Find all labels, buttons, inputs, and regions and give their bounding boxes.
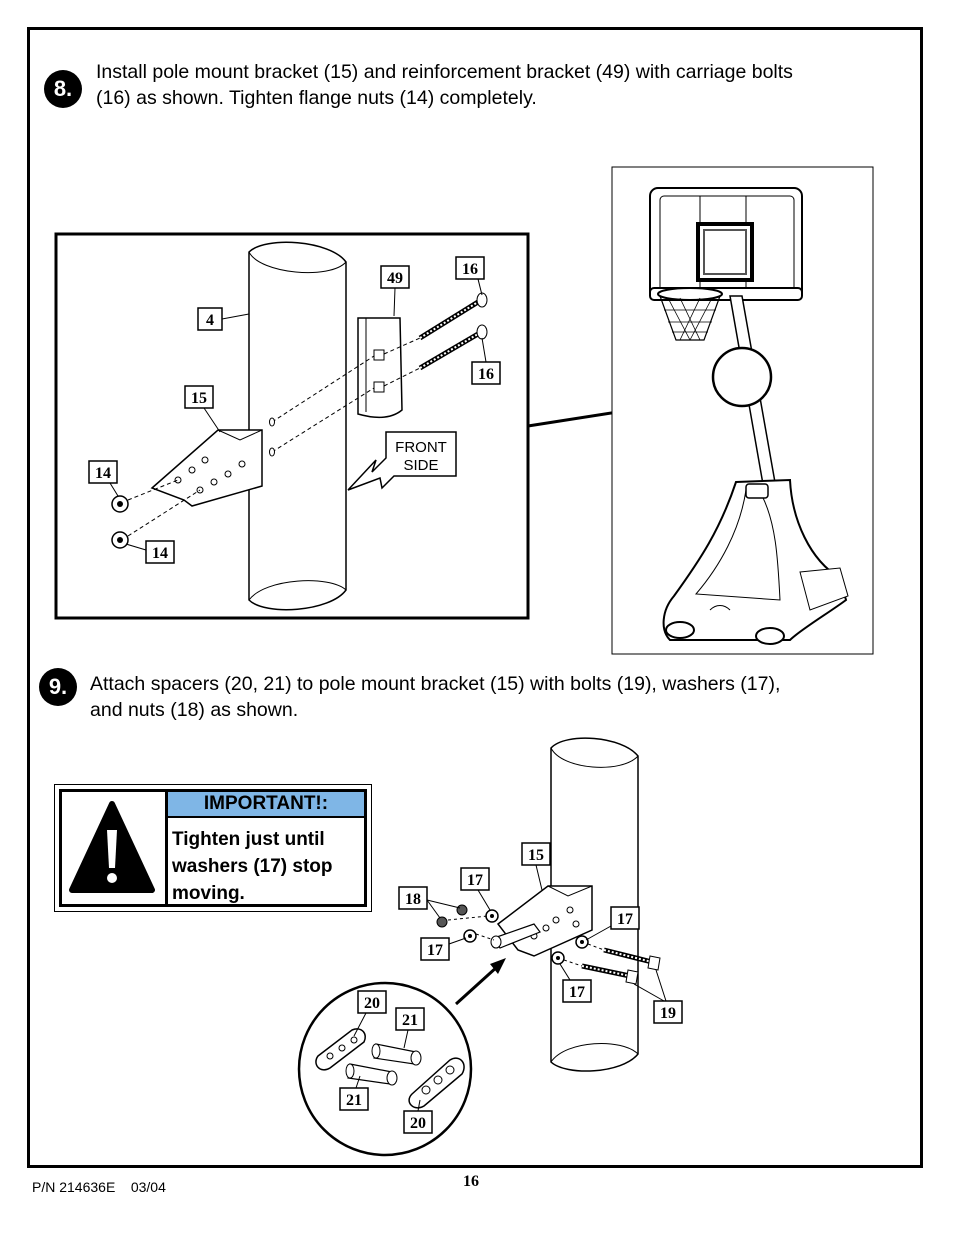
callout-16-top: 16	[462, 261, 478, 278]
callout-4: 4	[206, 312, 214, 329]
warning-line-2: washers (17) stop	[172, 856, 333, 877]
step-8-line-2: (16) as shown. Tighten flange nuts (14) …	[96, 87, 537, 109]
page-number: 16	[463, 1173, 479, 1190]
flange-nuts-illustration	[111, 479, 201, 549]
step-9-assembly-view: 15 17 18 17 17 17 19 20	[297, 737, 683, 1157]
pole-illustration	[248, 241, 347, 611]
front-side-label-line-1: FRONT	[395, 439, 447, 456]
callout-21-top: 21	[402, 1012, 418, 1029]
callout-17-right: 17	[617, 911, 633, 928]
warning-line-1: Tighten just until	[172, 829, 325, 850]
callout-21-bottom: 21	[346, 1092, 362, 1109]
step-8-line-1: Install pole mount bracket (15) and rein…	[96, 61, 793, 83]
callout-17-top: 17	[467, 872, 483, 889]
step-8-badge: 8.	[44, 70, 82, 108]
zoom-arrow-icon	[454, 958, 506, 1006]
step-8-callouts: 4 49 16 16 15 14 14	[88, 256, 501, 564]
callout-17-bottom: 17	[569, 984, 585, 1001]
reinforcement-bracket-illustration	[357, 317, 403, 418]
step-9-callouts: 15 17 18 17 17 17 19 20	[339, 842, 683, 1134]
step-9-bracket-illustration	[490, 885, 593, 957]
page-frame	[27, 27, 923, 1168]
callout-15: 15	[191, 390, 207, 407]
carriage-bolts-illustration	[271, 292, 488, 453]
callout-20-top: 20	[364, 995, 380, 1012]
basketball-system-overview	[611, 166, 874, 655]
callout-20-bottom: 20	[410, 1115, 426, 1132]
callout-18: 18	[405, 891, 421, 908]
step-9-line-1: Attach spacers (20, 21) to pole mount br…	[90, 673, 781, 695]
step-8-detail-view: FRONT SIDE 4 49 16 16 15 14 14	[54, 232, 530, 620]
callout-14-bottom: 14	[152, 545, 168, 562]
backboard-illustration	[649, 187, 803, 301]
warning-title: IMPORTANT!:	[168, 792, 364, 818]
callout-14-top: 14	[95, 465, 111, 482]
callout-49: 49	[387, 270, 403, 287]
detail-location-circle	[711, 346, 773, 408]
callout-17-left: 17	[427, 942, 443, 959]
callout-19: 19	[660, 1005, 676, 1022]
part-number: P/N 214636E 03/04	[32, 1179, 166, 1195]
front-side-label-line-2: SIDE	[403, 457, 438, 474]
step-8-instructions: Install pole mount bracket (15) and rein…	[96, 59, 793, 111]
step-9-badge: 9.	[39, 668, 77, 706]
warning-line-3: moving.	[172, 883, 245, 904]
front-side-arrow-icon: FRONT SIDE	[347, 431, 457, 491]
step-9-line-2: and nuts (18) as shown.	[90, 699, 299, 721]
base-illustration	[662, 478, 849, 645]
callout-15-step-9: 15	[528, 847, 544, 864]
callout-16-bottom: 16	[478, 366, 494, 383]
step-9-right-hardware	[551, 935, 661, 985]
step-9-left-hardware	[436, 904, 499, 943]
step-9-instructions: Attach spacers (20, 21) to pole mount br…	[90, 671, 780, 723]
warning-exclamation-icon	[69, 801, 155, 893]
important-warning-inner: IMPORTANT!: Tighten just until washers (…	[59, 789, 367, 907]
important-warning-box: IMPORTANT!: Tighten just until washers (…	[54, 784, 372, 912]
rim-and-net-illustration	[657, 287, 723, 341]
warning-body: Tighten just until washers (17) stop mov…	[172, 826, 360, 907]
warning-icon-cell	[62, 792, 168, 904]
